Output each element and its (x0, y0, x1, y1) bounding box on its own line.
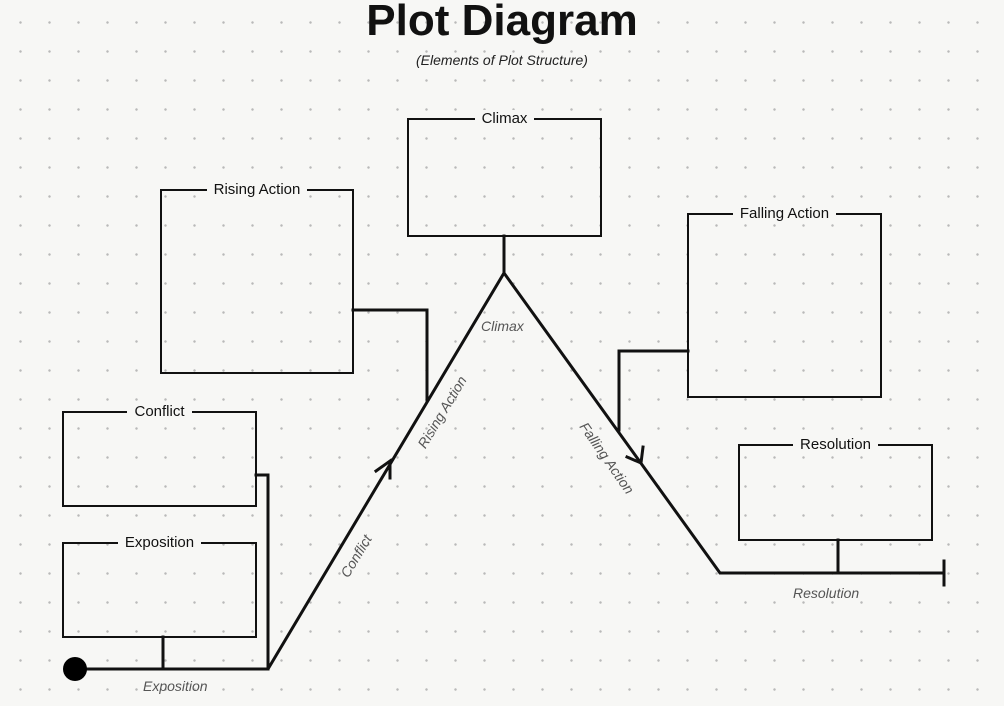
exposition-box-label: Exposition (117, 534, 202, 551)
climax-box[interactable]: Climax (407, 110, 602, 237)
climax-box-label: Climax (474, 110, 535, 127)
climax-line-label: Climax (481, 318, 524, 334)
conflict-connector (254, 473, 270, 671)
exposition-box[interactable]: Exposition (62, 534, 257, 638)
falling-action-box[interactable]: Falling Action (687, 205, 882, 398)
resolution-box[interactable]: Resolution (738, 436, 933, 541)
rising-action-box-label: Rising Action (206, 181, 308, 198)
rising-arrow (373, 458, 392, 480)
falling-action-box-label: Falling Action (732, 205, 837, 222)
falling-arrow (625, 445, 645, 466)
resolution-box-label: Resolution (793, 436, 878, 453)
page-subtitle: (Elements of Plot Structure) (416, 52, 588, 68)
conflict-box[interactable]: Conflict (62, 403, 257, 507)
rising-action-box[interactable]: Rising Action (160, 181, 354, 374)
page-title: Plot Diagram (366, 0, 638, 45)
exposition-line-label: Exposition (143, 678, 208, 694)
conflict-box-label: Conflict (127, 403, 192, 420)
start-dot (63, 657, 87, 681)
rising-action-connector (351, 308, 429, 402)
falling-action-connector (617, 349, 690, 432)
resolution-line-label: Resolution (793, 585, 860, 601)
